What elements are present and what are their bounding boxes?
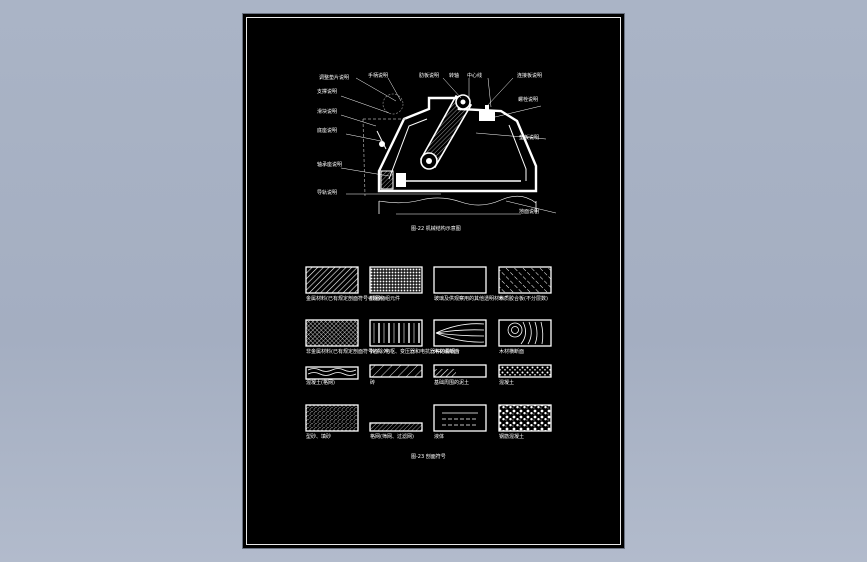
hatch-swatch: 型砂、填砂 [305,404,359,440]
swatch-label: 基础周围的泥土 [434,379,469,386]
label-ground: 地面说明 [519,208,539,215]
drawing-sheet: 调整垫片说明 手柄说明 肋板说明 转轴 中心线 连接板说明 螺栓说明 支撑说明 … [242,13,625,549]
swatch-label: 金属材料(已有规定剖面符号者除外) [306,295,385,302]
label-handle: 手柄说明 [368,72,388,79]
label-shaft: 转轴 [449,72,459,79]
swatch-label: 砖 [370,379,375,386]
mechanism-labels: 调整垫片说明 手柄说明 肋板说明 转轴 中心线 连接板说明 螺栓说明 支撑说明 … [317,72,542,232]
hatch-swatch: 液体 [433,404,487,440]
swatch-label: 格网(筛网、过滤网) [370,433,414,440]
label-pad: 垫板说明 [519,134,539,141]
hatch-swatch: 非金属材料(已有规定剖面符号者除外) [305,319,390,355]
hatch-swatch: 混凝土(格网) [305,366,359,386]
hatch-swatch: 玻璃及供观察用的其他透明材料 [433,266,504,302]
label-bearing-seat: 轴承座说明 [317,161,342,168]
swatch-label: 木材横断面 [499,348,524,355]
figure2-caption: 图-23 剖面符号 [411,453,446,460]
hatch-swatch-grid: 金属材料(已有规定剖面符号者除外)线圈绕组元件 玻璃及供观察用的其他透明材料木质胶… [305,266,552,440]
swatch-label: 玻璃及供观察用的其他透明材料 [434,295,504,302]
hatch-swatch: 木质胶合板(不分层数) [498,266,552,302]
figure1-caption: 图-22 机械结构示意图 [411,225,461,232]
sheet-border [246,17,621,545]
hatch-swatch: 基础周围的泥土 [433,364,487,386]
hatch-swatch: 木材纵断面 [433,319,487,355]
swatch-label: 型砂、填砂 [306,433,331,440]
label-rib: 肋板说明 [419,72,439,79]
swatch-label: 转子、电枢、变压器和电抗器等的叠钢片 [370,348,460,355]
hatch-swatch: 木材横断面 [498,319,552,355]
label-support: 支撑说明 [317,88,337,95]
label-adjust-shim: 调整垫片说明 [319,74,349,81]
swatch-label: 钢筋混凝土 [499,433,524,440]
hatch-swatch: 转子、电枢、变压器和电抗器等的叠钢片 [369,319,460,355]
label-centerline: 中心线 [467,72,482,79]
hatch-swatch: 钢筋混凝土 [498,404,552,440]
hatch-swatch: 混凝土 [498,364,552,386]
hatch-swatch: 线圈绕组元件 [369,266,423,302]
hatch-swatch: 砖 [369,364,423,386]
label-rail: 导轨说明 [317,189,337,196]
hatch-swatch: 金属材料(已有规定剖面符号者除外) [305,266,385,302]
hatch-swatch: 格网(筛网、过滤网) [369,422,423,440]
drawing-canvas: 调整垫片说明 手柄说明 肋板说明 转轴 中心线 连接板说明 螺栓说明 支撑说明 … [305,72,557,460]
label-slider: 滑块说明 [317,108,337,115]
swatch-label: 木质胶合板(不分层数) [499,295,548,302]
swatch-label: 线圈绕组元件 [370,295,400,302]
swatch-label: 混凝土(格网) [306,379,335,386]
swatch-label: 液体 [434,433,444,440]
swatch-label: 木材纵断面 [434,348,459,355]
swatch-label: 非金属材料(已有规定剖面符号者除外) [306,348,390,355]
swatch-label: 混凝土 [499,379,514,386]
label-base: 底座说明 [317,127,337,134]
label-bolt: 螺栓说明 [518,96,538,103]
label-connect-plate: 连接板说明 [517,72,542,79]
mechanism-figure [340,77,557,215]
